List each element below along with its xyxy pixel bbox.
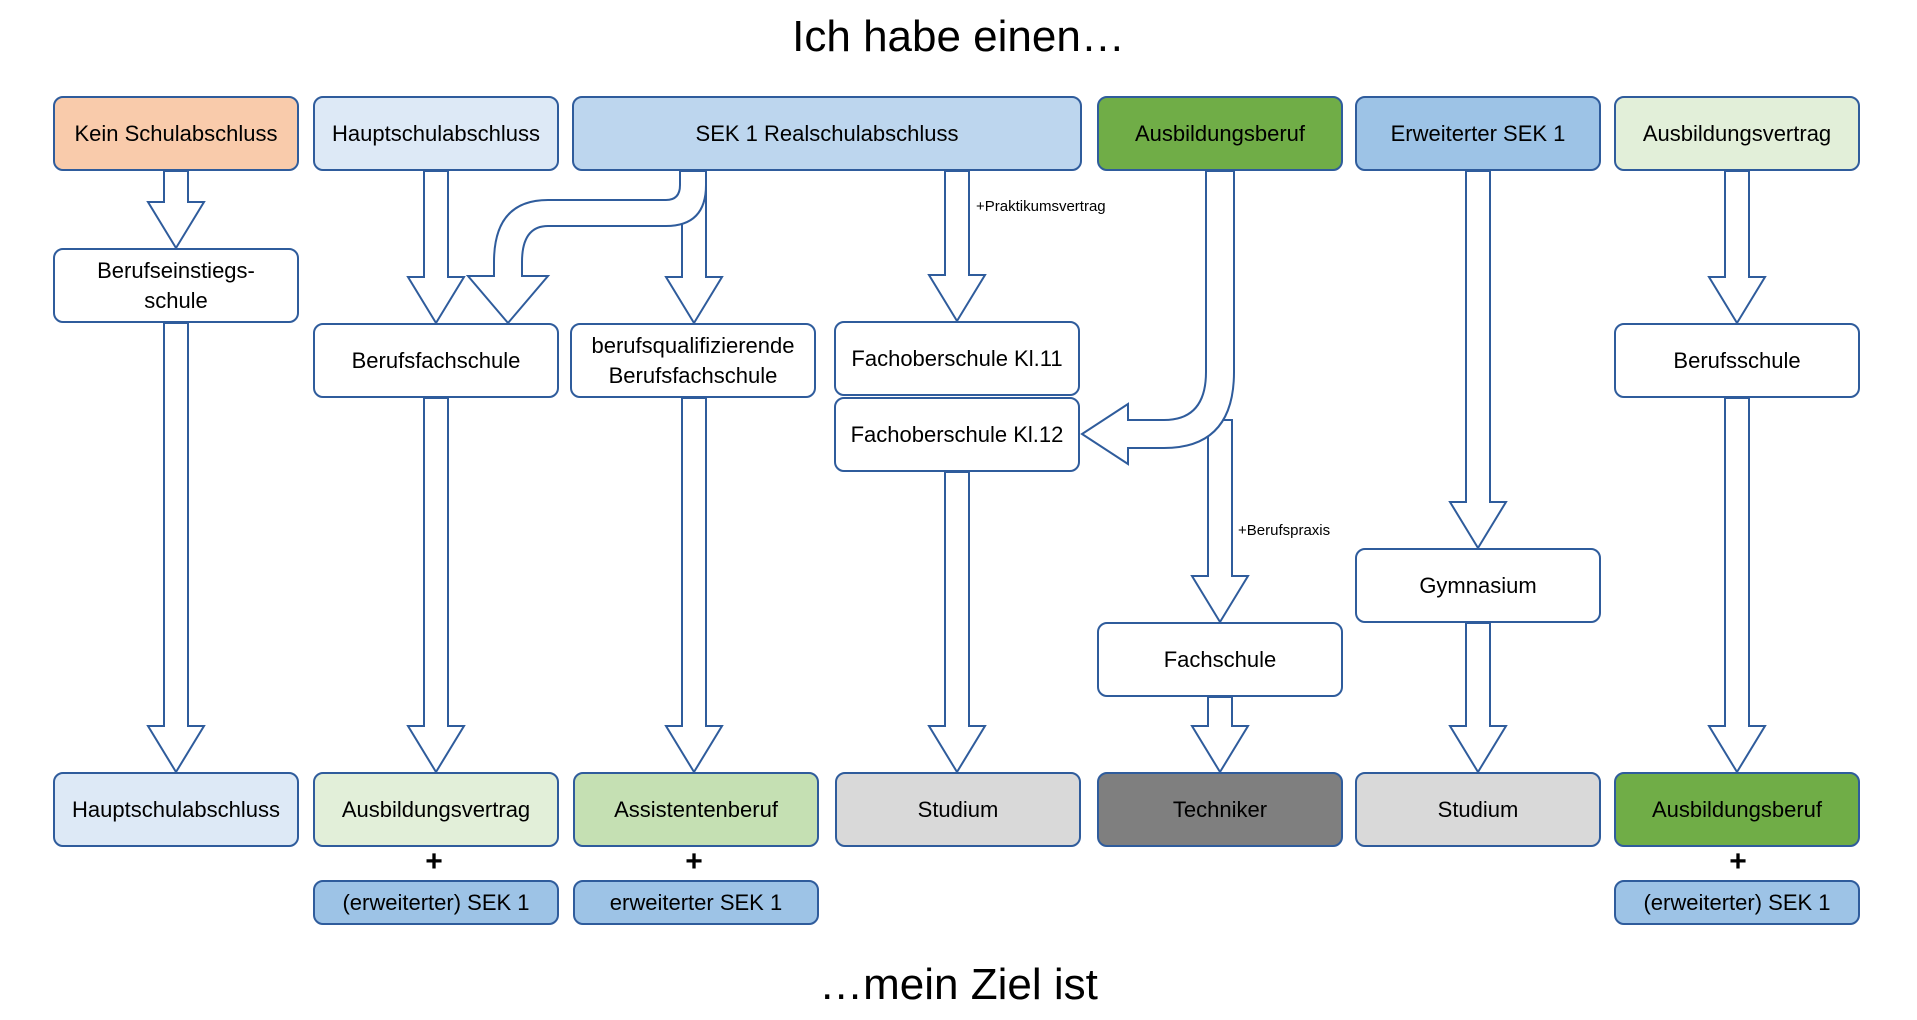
box-erweiterter-sek1-ziel: erweiterter SEK 1	[573, 880, 819, 925]
box-ziel-techniker: Techniker	[1097, 772, 1343, 847]
arrow-haupt-to-berufsfachschule	[406, 170, 466, 325]
arrow-sek1-curve-to-berufsfachschule	[465, 170, 707, 325]
page-footer: …mein Ziel ist	[819, 960, 1098, 1009]
page-title: Ich habe einen…	[792, 12, 1125, 61]
box-ziel-studium-2: Studium	[1355, 772, 1601, 847]
label-praktikumsvertrag: +Praktikumsvertrag	[976, 198, 1106, 215]
arrow-fos12-to-studium	[927, 471, 987, 774]
box-erweiterter-sek1-optional-1: (erweiterter) SEK 1	[313, 880, 559, 925]
box-gymnasium: Gymnasium	[1355, 548, 1601, 623]
box-berufsqualifizierende-berufsfachschule: berufsqualifizierende Berufsfachschule	[570, 323, 816, 398]
box-ziel-ausbildungsberuf: Ausbildungsberuf	[1614, 772, 1860, 847]
box-berufsschule: Berufsschule	[1614, 323, 1860, 398]
arrow-vertrag-to-berufsschule	[1707, 170, 1767, 325]
arrow-berufsschule-to-ausbildungsberuf	[1707, 397, 1767, 774]
box-fachoberschule-kl12: Fachoberschule Kl.12	[834, 397, 1080, 472]
box-hauptschulabschluss: Hauptschulabschluss	[313, 96, 559, 171]
box-kein-schulabschluss: Kein Schulabschluss	[53, 96, 299, 171]
arrow-berufsfachschule-to-ausbildungsvertrag	[406, 397, 466, 774]
box-ziel-assistentenberuf: Assistentenberuf	[573, 772, 819, 847]
box-fachoberschule-kl11: Fachoberschule Kl.11	[834, 321, 1080, 396]
arrow-bqbfs-to-assistentenberuf	[664, 397, 724, 774]
label-berufspraxis: +Berufspraxis	[1238, 522, 1331, 539]
box-ziel-hauptschulabschluss: Hauptschulabschluss	[53, 772, 299, 847]
plus-sign-1: +	[425, 845, 443, 878]
arrow-sek1-to-fos11	[927, 170, 987, 323]
arrow-berufseinstieg-to-haupt	[146, 322, 206, 774]
box-berufsfachschule: Berufsfachschule	[313, 323, 559, 398]
box-sek1-realschulabschluss: SEK 1 Realschulabschluss	[572, 96, 1082, 171]
arrow-kein-to-berufseinstieg	[146, 170, 206, 250]
box-berufseinstiegsschule: Berufseinstiegs- schule	[53, 248, 299, 323]
box-ausbildungsvertrag-start: Ausbildungsvertrag	[1614, 96, 1860, 171]
arrow-gymnasium-to-studium	[1448, 622, 1508, 774]
box-fachschule: Fachschule	[1097, 622, 1343, 697]
plus-sign-2: +	[685, 845, 703, 878]
box-ziel-studium-1: Studium	[835, 772, 1081, 847]
box-erweiterter-sek1-optional-2: (erweiterter) SEK 1	[1614, 880, 1860, 925]
box-ausbildungsberuf-start: Ausbildungsberuf	[1097, 96, 1343, 171]
box-erweiterter-sek1: Erweiterter SEK 1	[1355, 96, 1601, 171]
arrow-ausbildungsberuf-to-fachschule	[1190, 419, 1250, 624]
box-ziel-ausbildungsvertrag: Ausbildungsvertrag	[313, 772, 559, 847]
arrow-ausbildungsberuf-curve-to-fos12	[1080, 170, 1235, 466]
arrow-fachschule-to-techniker	[1190, 696, 1250, 774]
arrow-erweiterter-to-gymnasium	[1448, 170, 1508, 550]
plus-sign-3: +	[1729, 845, 1747, 878]
